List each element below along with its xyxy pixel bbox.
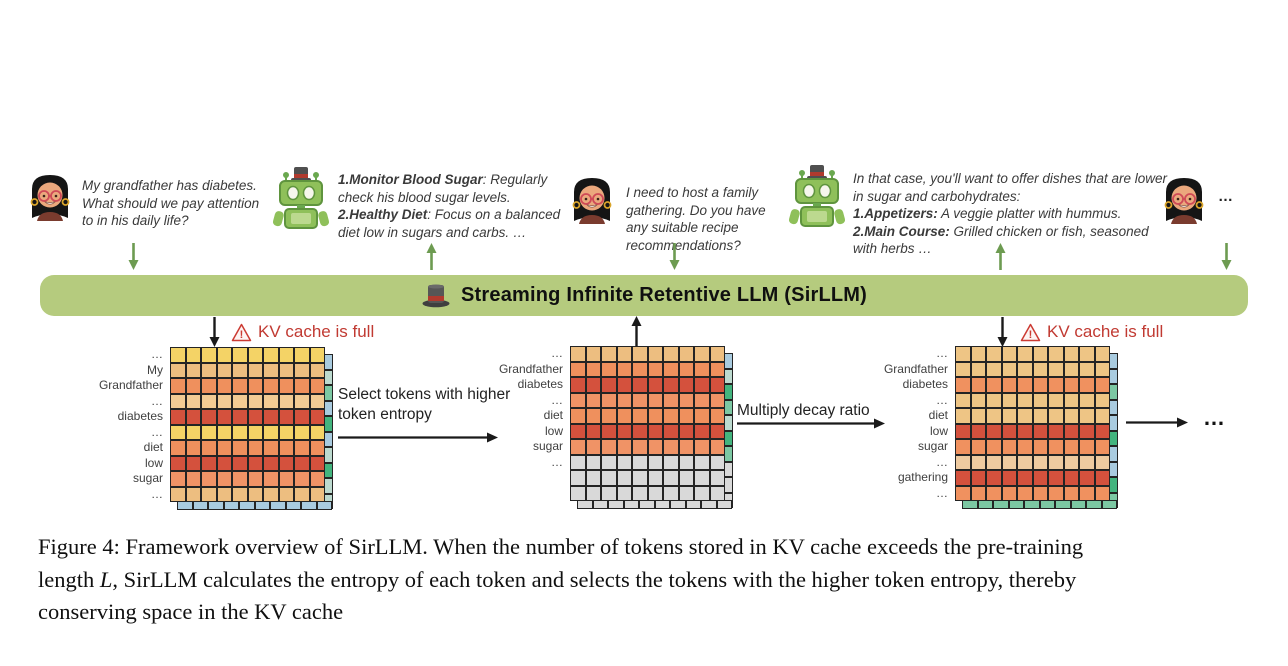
kv-cache-warning: ! KV cache is full <box>1020 322 1163 342</box>
warning-icon: ! <box>1020 323 1041 341</box>
pretraining-length-variable: L <box>99 566 113 592</box>
arrow-right-icon <box>1126 417 1188 428</box>
decay-ratio-label: Multiply decay ratio <box>737 402 870 419</box>
arrow-up-icon <box>995 243 1006 270</box>
robot-avatar <box>272 167 330 229</box>
caption-line-2: length L, SirLLM calculates the entropy … <box>38 566 1077 592</box>
conversation-continuation-dots: … <box>1218 188 1234 205</box>
arrow-right-icon <box>338 432 498 443</box>
cache-back-layer-bottom <box>177 501 332 510</box>
cache-back-layer-bottom <box>962 500 1117 509</box>
arrow-down-icon <box>1221 243 1232 270</box>
svg-text:!: ! <box>1029 329 1033 341</box>
robot-avatar <box>788 165 846 227</box>
kv-warning-label: KV cache is full <box>1047 322 1164 341</box>
kv-warning-label: KV cache is full <box>258 322 375 341</box>
cache-back-layer-bottom <box>577 500 732 509</box>
sirllm-banner: Streaming Infinite Retentive LLM (SirLLM… <box>40 275 1248 316</box>
svg-text:!: ! <box>240 329 244 341</box>
kv-cache-warning: ! KV cache is full <box>231 322 374 342</box>
cache-back-layer-right <box>1109 353 1118 508</box>
cache-back-layer-right <box>724 353 733 508</box>
cache-back-layer-right <box>324 354 333 509</box>
process-continuation-dots: … <box>1203 405 1226 430</box>
arrow-down-icon <box>209 317 220 347</box>
user-avatar <box>1164 178 1204 224</box>
arrow-up-icon <box>426 243 437 270</box>
kv-cache-cells <box>170 347 325 502</box>
bot-message-1: 1.Monitor Blood Sugar: Regularly check h… <box>338 172 561 240</box>
arrow-down-icon <box>128 243 139 270</box>
top-hat-icon <box>422 284 450 307</box>
user-message-2: I need to host a family gathering. Do yo… <box>626 185 766 253</box>
caption-line-3: conserving space in the KV cache <box>38 599 344 624</box>
arrow-down-icon <box>669 243 680 270</box>
bot-message-2: In that case, you'll want to offer dishe… <box>853 171 1167 257</box>
kv-cache-cells <box>570 346 725 501</box>
figure-caption: Figure 4: Framework overview of SirLLM. … <box>38 531 1083 629</box>
banner-title: Streaming Infinite Retentive LLM (SirLLM… <box>461 284 867 306</box>
caption-line-1: Figure 4: Framework overview of SirLLM. … <box>38 534 1084 559</box>
user-avatar <box>572 178 612 224</box>
user-avatar <box>30 175 70 221</box>
arrow-up-icon <box>631 316 642 346</box>
arrow-right-icon <box>737 418 885 429</box>
warning-icon: ! <box>231 323 252 341</box>
user-message-1: My grandfather has diabetes. What should… <box>82 178 260 229</box>
select-tokens-label: Select tokens with higher token entropy <box>338 386 511 423</box>
arrow-down-icon <box>997 317 1008 347</box>
kv-cache-cells <box>955 346 1110 501</box>
